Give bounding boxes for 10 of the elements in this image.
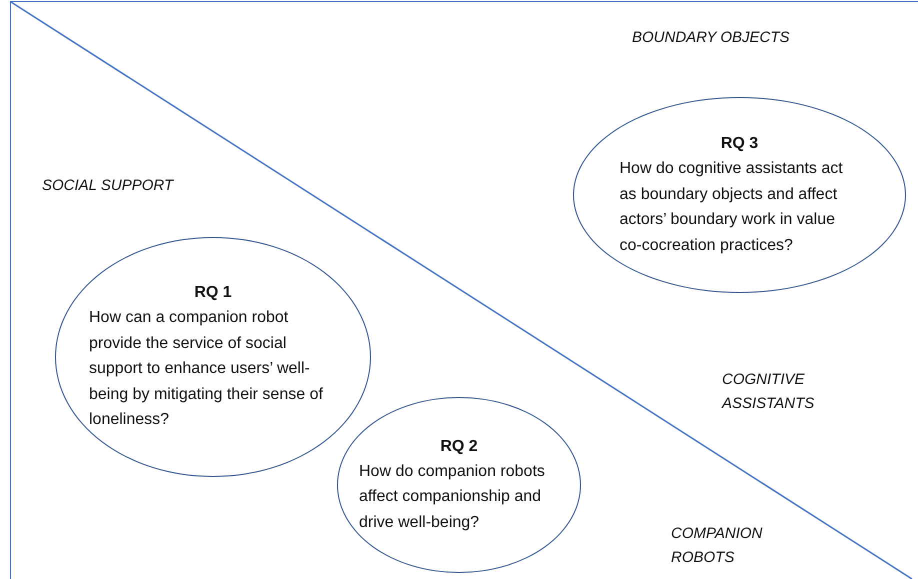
question-text: How do cognitive assistants act as boundary objects and affect actors’ boundary work in value co-cocreation practices?	[620, 159, 844, 256]
question-text: How do companion robots affect companionship and drive well-being?	[359, 462, 546, 533]
question-text: How can a companion robot provide the service of social support to enhance users’ well-being by mitigating their sense of loneliness?	[89, 308, 324, 430]
question-heading: RQ 1	[194, 283, 232, 304]
region-label: SOCIAL SUPPORT	[42, 176, 175, 196]
question-heading: RQ 3	[720, 134, 758, 154]
question-heading: RQ 2	[440, 436, 478, 457]
region-label: COGNITIVE ASSISTANTS	[722, 370, 816, 414]
region-label: COMPANION ROBOTS	[671, 524, 764, 568]
region-label: BOUNDARY OBJECTS	[632, 28, 791, 48]
